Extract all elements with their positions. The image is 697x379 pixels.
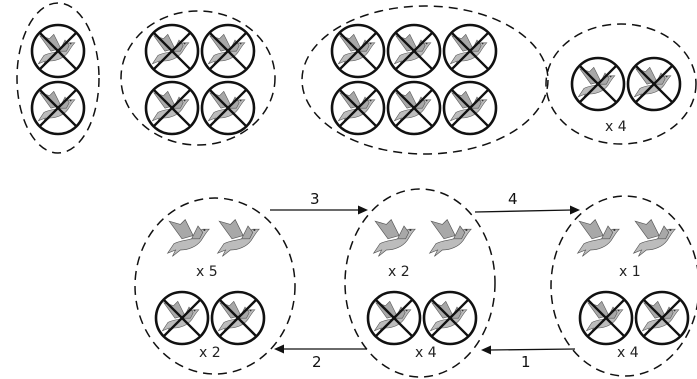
crossed-dove-icon [146,25,198,77]
crossed-dove-icon [156,292,208,344]
crossed-dove-icon [368,292,420,344]
dove-icon [634,220,676,257]
crossed-dove-icon [388,25,440,77]
crossed-dove-icon [32,82,84,134]
crossed-dove-icon [202,82,254,134]
crossed-dove-icon [32,25,84,77]
transition-label-1: 1 [521,353,531,371]
arrow-state2-to-state3 [475,206,580,215]
group-4-multiplier: x 4 [605,119,627,135]
transition-label-2: 2 [312,353,322,371]
group-oval-2 [121,11,275,145]
state-2-crossed-multiplier: x 4 [415,345,437,361]
crossed-dove-icon [212,292,264,344]
crossed-dove-icon [628,58,680,110]
crossed-dove-icon [332,25,384,77]
dove-icon [168,220,210,257]
crossed-dove-icon [444,25,496,77]
dove-icon [218,220,260,257]
transition-label-3: 3 [310,190,320,208]
state-3-crossed-multiplier: x 4 [617,345,639,361]
crossed-dove-icon [444,82,496,134]
crossed-dove-icon [202,25,254,77]
transition-label-4: 4 [508,190,518,208]
dove-icon [578,220,620,257]
state-3-birds-multiplier: x 1 [619,264,641,280]
state-2-birds-multiplier: x 2 [388,264,410,280]
crossed-dove-icon [580,292,632,344]
dove-icon [374,220,416,257]
crossed-dove-icon [146,82,198,134]
crossed-dove-icon [572,58,624,110]
crossed-dove-icon [424,292,476,344]
crossed-dove-icon [636,292,688,344]
state-1-birds-multiplier: x 5 [196,264,218,280]
state-1-crossed-multiplier: x 2 [199,345,221,361]
dove-icon [430,220,472,257]
crossed-dove-icon [388,82,440,134]
crossed-dove-icon [332,82,384,134]
